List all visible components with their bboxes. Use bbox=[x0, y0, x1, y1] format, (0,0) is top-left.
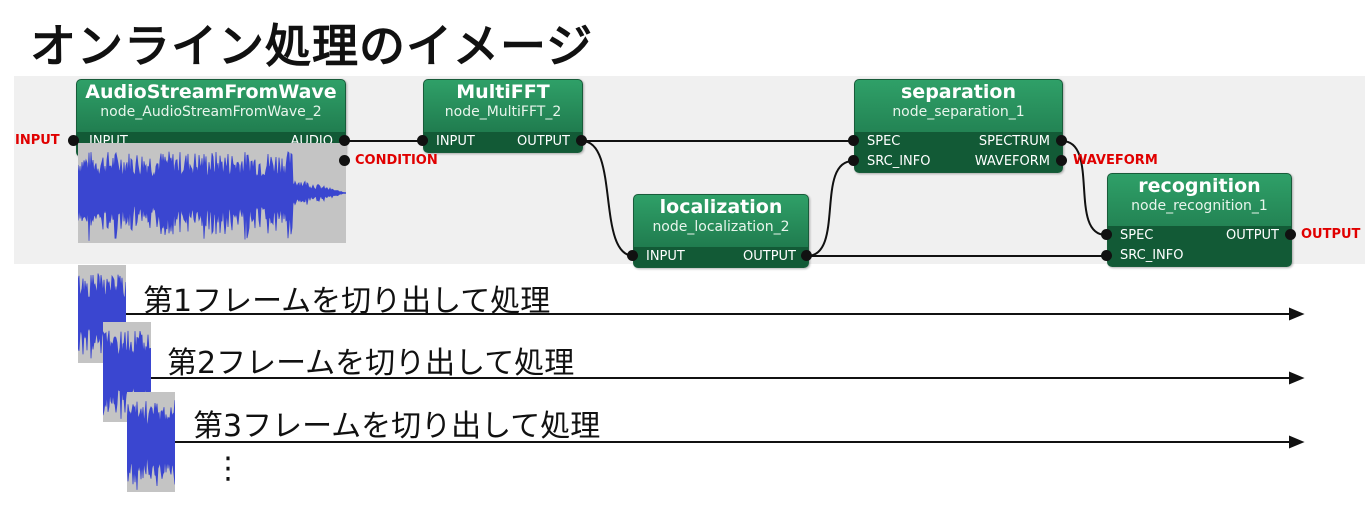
external-input-label: INPUT bbox=[15, 133, 60, 148]
node-separation[interactable]: separation node_separation_1 SPEC SPECTR… bbox=[854, 79, 1063, 173]
external-output-label: OUTPUT bbox=[1301, 227, 1361, 242]
port-dot[interactable] bbox=[848, 135, 859, 146]
port-dot[interactable] bbox=[1101, 250, 1112, 261]
port-spectrum: SPECTRUM bbox=[978, 134, 1050, 149]
port-input: INPUT bbox=[436, 134, 475, 149]
port-dot[interactable] bbox=[1056, 135, 1067, 146]
external-condition-label: CONDITION bbox=[355, 153, 438, 168]
port-dot[interactable] bbox=[339, 135, 350, 146]
port-dot[interactable] bbox=[801, 250, 812, 261]
port-src-info: SRC_INFO bbox=[1120, 248, 1184, 263]
port-dot[interactable] bbox=[627, 250, 638, 261]
frame-label-2: 第2フレームを切り出して処理 bbox=[167, 346, 575, 381]
external-waveform-label: WAVEFORM bbox=[1073, 153, 1158, 168]
frame-waveform-3 bbox=[127, 400, 175, 490]
node-multifft[interactable]: MultiFFT node_MultiFFT_2 INPUT OUTPUT bbox=[423, 79, 583, 153]
frame-label-1: 第1フレームを切り出して処理 bbox=[143, 284, 551, 319]
node-name: recognition bbox=[1138, 175, 1261, 197]
node-id: node_separation_1 bbox=[892, 104, 1025, 120]
port-dot[interactable] bbox=[339, 155, 350, 166]
frame-label-3: 第3フレームを切り出して処理 bbox=[193, 409, 601, 444]
waveform-graphic bbox=[78, 151, 346, 241]
node-id: node_MultiFFT_2 bbox=[444, 104, 562, 120]
node-name: localization bbox=[659, 196, 783, 218]
node-name: MultiFFT bbox=[456, 81, 550, 103]
port-output: OUTPUT bbox=[743, 249, 796, 264]
node-recognition[interactable]: recognition node_recognition_1 SPEC OUTP… bbox=[1107, 173, 1292, 267]
node-localization[interactable]: localization node_localization_2 INPUT O… bbox=[633, 194, 809, 268]
waveform-thumbnail bbox=[78, 143, 346, 243]
port-spec: SPEC bbox=[867, 134, 901, 149]
port-dot[interactable] bbox=[68, 135, 79, 146]
port-dot[interactable] bbox=[848, 155, 859, 166]
frame-thumbnail-3 bbox=[127, 392, 175, 492]
port-waveform: WAVEFORM bbox=[974, 154, 1050, 169]
port-src-info: SRC_INFO bbox=[867, 154, 931, 169]
port-dot[interactable] bbox=[576, 135, 587, 146]
node-id: node_localization_2 bbox=[652, 219, 790, 235]
continuation-ellipsis: ⋮ bbox=[213, 451, 243, 486]
port-dot[interactable] bbox=[1056, 155, 1067, 166]
port-output: OUTPUT bbox=[517, 134, 570, 149]
port-spec: SPEC bbox=[1120, 228, 1154, 243]
port-dot[interactable] bbox=[1101, 229, 1112, 240]
node-id: node_AudioStreamFromWave_2 bbox=[100, 104, 322, 120]
page-title: オンライン処理のイメージ bbox=[30, 19, 594, 73]
node-name: separation bbox=[901, 81, 1016, 103]
port-input: INPUT bbox=[646, 249, 685, 264]
node-name: AudioStreamFromWave bbox=[85, 81, 337, 103]
node-id: node_recognition_1 bbox=[1131, 198, 1268, 214]
port-dot[interactable] bbox=[1285, 229, 1296, 240]
port-dot[interactable] bbox=[417, 135, 428, 146]
port-output: OUTPUT bbox=[1226, 228, 1279, 243]
